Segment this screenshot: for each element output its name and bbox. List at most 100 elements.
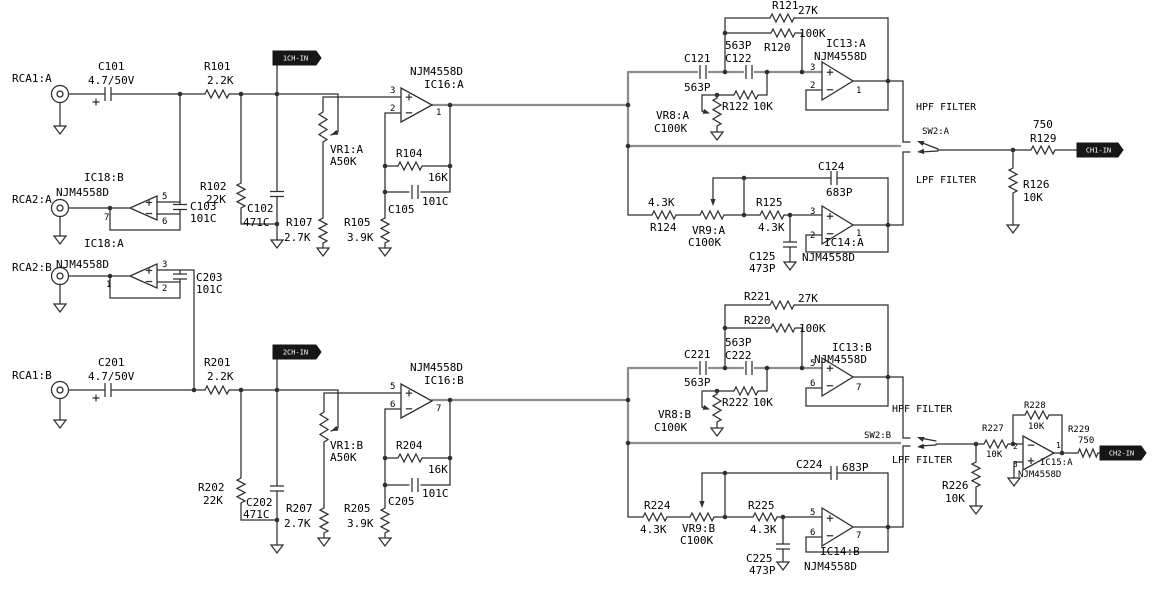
junction-dot (274, 517, 280, 523)
label-r122-value: 10K (753, 100, 773, 113)
label-ic16b-pin_out: 7 (436, 404, 441, 414)
label-r204-ref: R204 (396, 439, 423, 452)
ground-icon (52, 303, 68, 314)
junction-dot (274, 387, 280, 393)
label-ic16a-pin_minus: 2 (390, 104, 395, 114)
label-r201-value: 2.2K (207, 370, 234, 383)
label-ic14b-part: NJM4558D (804, 560, 857, 573)
ground-icon (377, 247, 393, 258)
wire (805, 89, 889, 111)
wire (724, 17, 771, 73)
opamp-ic14b (821, 506, 855, 548)
junction-dot (741, 212, 747, 218)
junction-dot (447, 455, 453, 461)
label-r220-ref: R220 (744, 314, 771, 327)
opamp-ic18a (128, 262, 158, 290)
resistor-r226 (970, 461, 982, 488)
label-ic16a-pin_out: 1 (436, 108, 441, 118)
label-r207-value: 2.7K (284, 517, 311, 530)
capacitor-c124 (830, 171, 838, 185)
label-r202-ref: R202 (198, 481, 225, 494)
junction-dot (625, 102, 631, 108)
ground-icon (377, 537, 393, 548)
wire (724, 304, 771, 369)
label-r224-ref: R224 (644, 499, 671, 512)
junction-dot (722, 514, 728, 520)
junction-dot (885, 374, 891, 380)
opamp-ic16b (400, 382, 434, 420)
resistor-r205 (379, 507, 391, 534)
wiper-arrow-vr8a (702, 108, 710, 114)
flag-ch2-in: CH2-IN (1099, 445, 1147, 461)
ground-icon (709, 131, 725, 142)
junction-dot (107, 205, 113, 211)
rca-jack-rca2b (50, 266, 70, 286)
label-vr1a-value: A50K (330, 155, 357, 168)
junction-dot (799, 365, 805, 371)
label-r221-value: 27K (798, 292, 818, 305)
capacitor-c102 (270, 190, 284, 198)
resistor-r102 (235, 182, 247, 209)
junction-dot (885, 524, 891, 530)
wire (793, 304, 889, 407)
label-r126-value: 10K (1023, 191, 1043, 204)
ground-icon (316, 537, 332, 548)
label-annotations-hpf_b: HPF FILTER (892, 404, 953, 415)
junction-dot (625, 440, 631, 446)
wire (323, 392, 402, 413)
junction-dot (722, 30, 728, 36)
label-vr1b-value: A50K (330, 451, 357, 464)
label-r201-ref: R201 (204, 356, 231, 369)
ground-icon (775, 561, 791, 572)
capacitor-c203 (173, 273, 187, 280)
label-r124-value: 4.3K (648, 196, 675, 209)
label-ic13a-pin_minus: 2 (810, 81, 815, 91)
junction-dot (714, 388, 720, 394)
label-r221-ref: R221 (744, 290, 771, 303)
label-ic14b-pin_out: 7 (856, 531, 861, 541)
switch-contact-arrow (917, 148, 925, 154)
junction-dot (885, 222, 891, 228)
wire (384, 112, 402, 219)
label-vr1a-ref: VR1:A (330, 143, 363, 156)
ground-icon (52, 235, 68, 246)
label-r122-ref: R122 (722, 100, 749, 113)
junction-dot (1010, 441, 1016, 447)
junction-dot (973, 441, 979, 447)
label-r229-ref: R229 (1068, 425, 1090, 435)
label-ic18b-pin_minus: 6 (162, 217, 167, 227)
label-ic13a-pin_out: 1 (856, 86, 861, 96)
flag-1ch-in: 1CH-IN (272, 50, 322, 66)
label-ic13b-pin_out: 7 (856, 383, 861, 393)
label-r225-ref: R225 (748, 499, 775, 512)
label-annotations-hpf_a: HPF FILTER (916, 102, 977, 113)
label-ic15a-part: NJM4558D (1018, 470, 1061, 480)
flag-2ch-in: 2CH-IN (272, 344, 322, 360)
label-ic14a-pin_plus: 3 (810, 207, 815, 217)
ground-icon (52, 419, 68, 430)
capacitor-c122 (745, 65, 753, 79)
label-r101-value: 2.2K (207, 74, 234, 87)
flag-ch2-in-label: CH2-IN (1109, 450, 1134, 458)
wire (384, 408, 402, 509)
label-ic16a-ref: IC16:A (424, 78, 464, 91)
label-ic13b-ref: IC13:B (832, 341, 872, 354)
opamp-ic13a (821, 60, 855, 102)
label-r226-value: 10K (945, 492, 965, 505)
label-r104-value: 16K (428, 171, 448, 184)
wire (701, 94, 718, 112)
label-r228-ref: R228 (1024, 401, 1046, 411)
junction-dot (741, 175, 747, 181)
resistor-r207 (318, 507, 330, 534)
label-vr8a-ref: VR8:A (656, 109, 689, 122)
junction-dot (625, 397, 631, 403)
resistor-r121 (769, 12, 795, 24)
label-ic14b-pin_minus: 6 (810, 528, 815, 538)
label-r105-value: 3.9K (347, 231, 374, 244)
wire (109, 275, 181, 299)
label-c122-value: 563P (725, 39, 752, 52)
junction-dot (107, 273, 113, 279)
resistor-r104 (397, 160, 423, 172)
switch-contact-arrow (917, 140, 925, 146)
